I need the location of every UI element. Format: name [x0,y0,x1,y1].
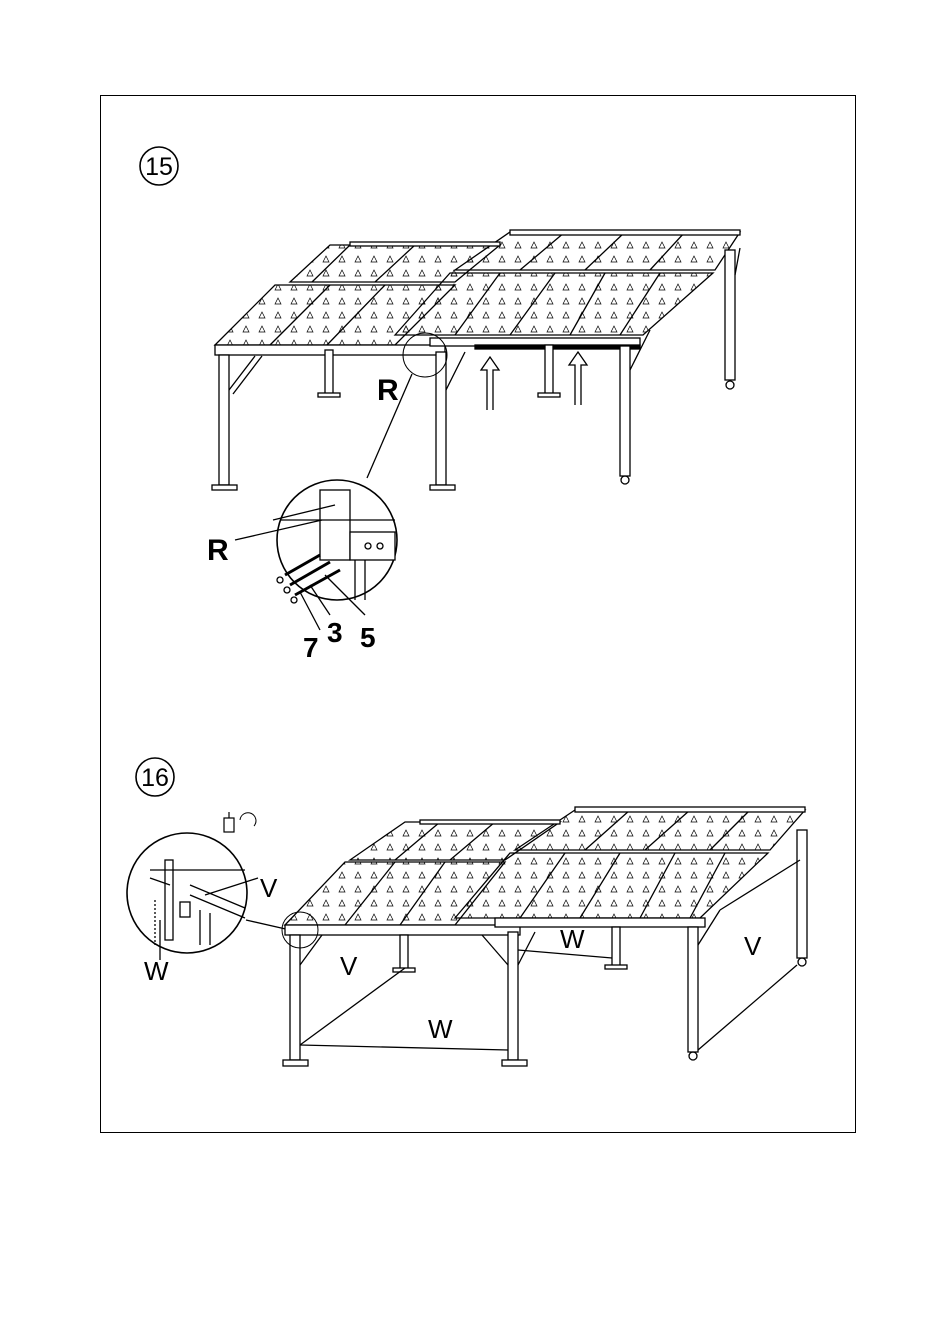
label-part-3: 3 [327,617,343,648]
step-number: 15 [145,153,173,181]
label-V-detail: V [260,873,278,903]
step-15: 15 [140,147,740,663]
label-part-5: 5 [360,622,376,653]
carport-illustration [212,230,740,490]
label-V-left: V [340,951,358,981]
label-R-main: R [377,374,399,407]
label-W-bottom: W [428,1014,453,1044]
step-number: 16 [141,764,169,792]
label-W-top: W [560,924,585,954]
label-V-right: V [744,931,762,961]
label-part-7: 7 [303,632,319,663]
carport-illustration [282,807,807,1066]
screwdriver-icon [224,812,234,832]
detail-view-bracket [235,480,397,630]
step-16: 16 V W [127,758,807,1066]
label-W-detail: W [144,956,169,986]
label-R-detail: R [207,534,229,567]
rotate-icon [240,813,256,826]
